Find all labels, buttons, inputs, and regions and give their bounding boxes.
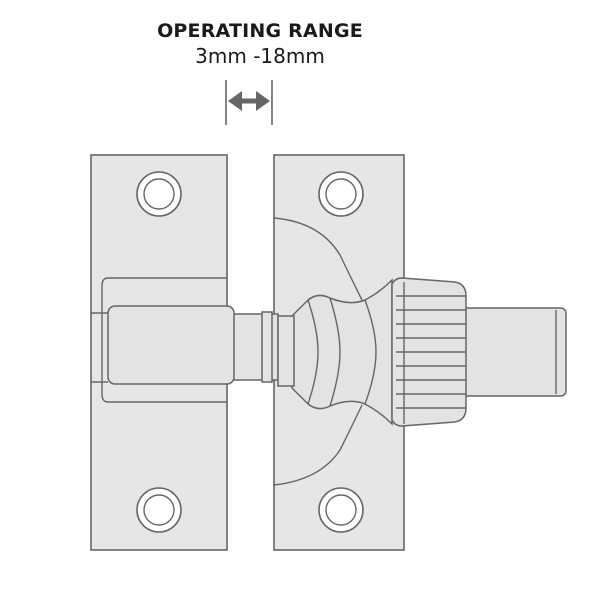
bottom-left-screw-hole — [136, 487, 182, 533]
bottom-right-screw-hole — [318, 487, 364, 533]
range-dimension-arrow — [225, 80, 273, 125]
bolt-collar — [291, 278, 393, 426]
latch-bolt — [225, 311, 295, 387]
operating-range-value: 3mm -18mm — [195, 44, 325, 68]
knurled-knob — [391, 277, 467, 427]
top-left-screw-hole — [136, 171, 182, 217]
bolt-shaft — [454, 307, 567, 397]
bolt-receiver — [107, 305, 235, 385]
operating-range-title: OPERATING RANGE — [157, 20, 363, 42]
top-right-screw-hole — [318, 171, 364, 217]
